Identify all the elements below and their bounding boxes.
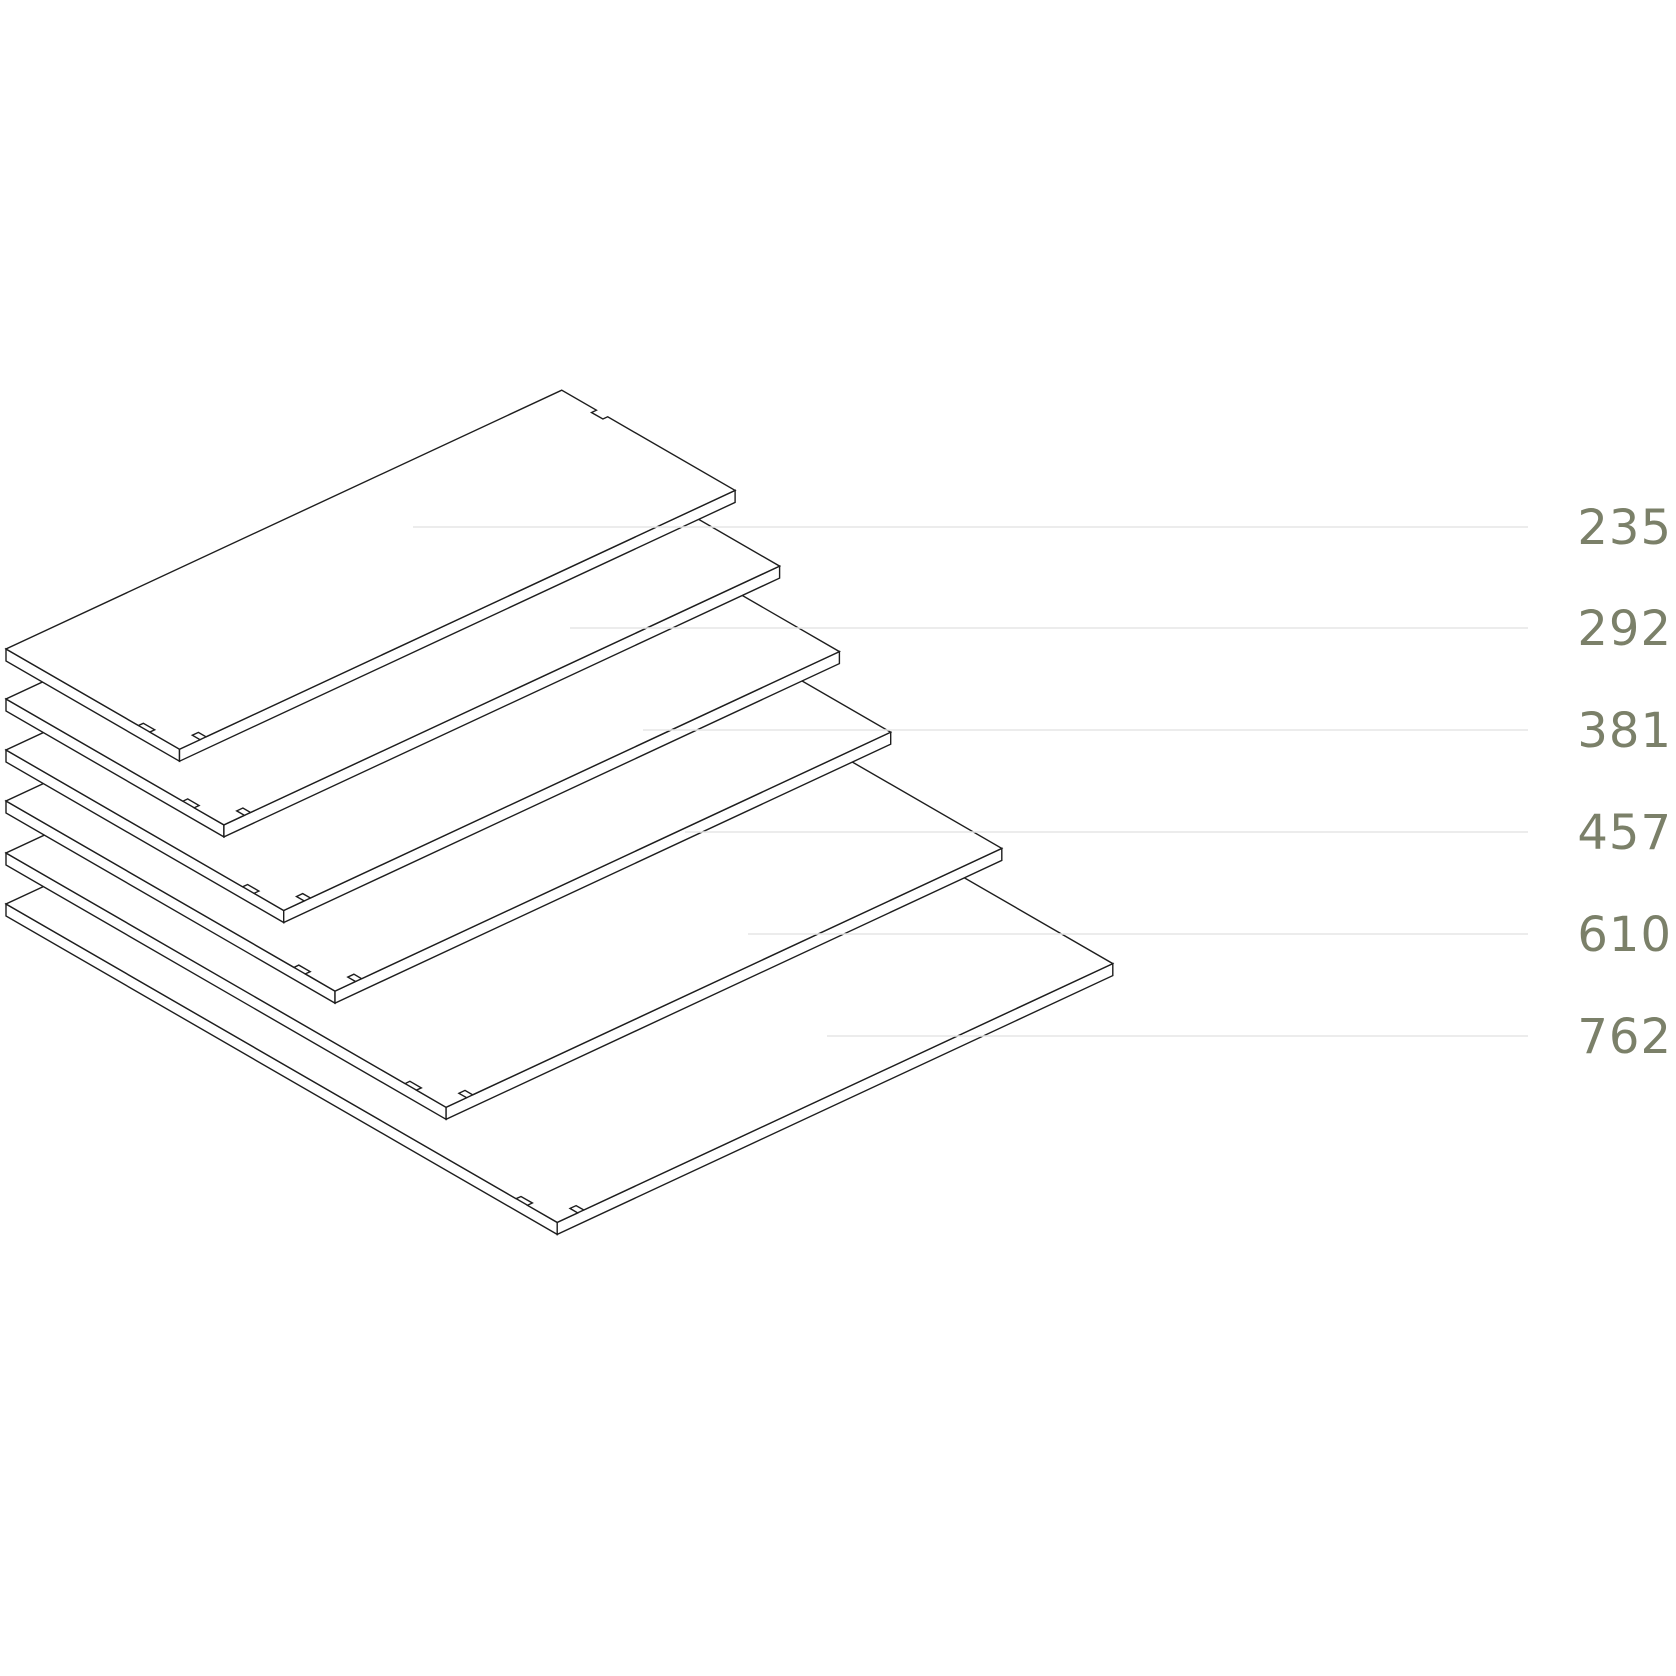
shelf-top-face <box>4 389 737 750</box>
shelf-size-label-457: 457 <box>1577 805 1672 861</box>
shelf-size-label-762: 762 <box>1577 1009 1672 1065</box>
shelf-size-label-381: 381 <box>1577 703 1672 759</box>
shelf-size-label-235: 235 <box>1577 500 1672 556</box>
size-labels: 235 292 381 457 610 762 <box>1577 500 1672 1065</box>
leader-lines <box>413 526 1528 1037</box>
shelf-size-label-610: 610 <box>1577 907 1672 963</box>
shelf-board-235 <box>4 389 737 763</box>
shelf-size-label-292: 292 <box>1577 601 1672 657</box>
shelf-stack <box>4 389 1115 1236</box>
